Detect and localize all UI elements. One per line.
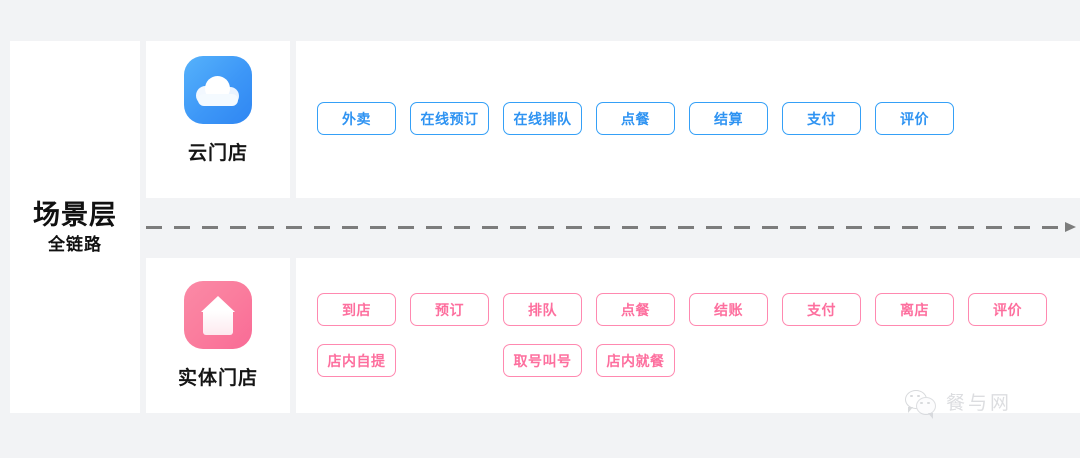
cloud-glyph-icon: [196, 76, 240, 106]
cloud-tag-row: 外卖在线预订在线排队点餐结算支付评价: [317, 102, 968, 135]
panel-left-label: [10, 41, 140, 413]
cloud-tag-2[interactable]: 在线排队: [503, 102, 582, 135]
store-tag-r1-3[interactable]: 点餐: [596, 293, 675, 326]
watermark: 餐与网: [905, 388, 1013, 419]
scene-layer-title: 场景层: [33, 199, 117, 230]
store-tag-r2-2[interactable]: 取号叫号: [503, 344, 582, 377]
physical-store-block: 实体门店: [146, 281, 290, 390]
store-tag-row-2: 店内自提 取号叫号店内就餐: [317, 344, 689, 377]
house-glyph-icon: [201, 296, 235, 335]
store-tag-r2-3[interactable]: 店内就餐: [596, 344, 675, 377]
store-tag-r1-6[interactable]: 离店: [875, 293, 954, 326]
physical-store-icon: [184, 281, 252, 349]
store-tag-r1-4[interactable]: 结账: [689, 293, 768, 326]
scene-layer-subtitle: 全链路: [48, 234, 102, 254]
cloud-store-icon: [184, 56, 252, 124]
cloud-tag-6[interactable]: 评价: [875, 102, 954, 135]
cloud-tag-0[interactable]: 外卖: [317, 102, 396, 135]
store-tag-r1-7[interactable]: 评价: [968, 293, 1047, 326]
store-tag-r2-spacer: [410, 344, 489, 377]
cloud-store-label: 云门店: [187, 143, 248, 164]
store-tag-r2-0[interactable]: 店内自提: [317, 344, 396, 377]
cloud-tag-4[interactable]: 结算: [689, 102, 768, 135]
physical-store-label: 实体门店: [177, 368, 258, 389]
store-tag-r1-2[interactable]: 排队: [503, 293, 582, 326]
wechat-icon: [905, 389, 937, 419]
cloud-store-block: 云门店: [146, 56, 290, 165]
watermark-text: 餐与网: [946, 392, 1013, 414]
arrow-head-icon: [1065, 222, 1076, 232]
cloud-tag-1[interactable]: 在线预订: [410, 102, 489, 135]
store-tag-r1-1[interactable]: 预订: [410, 293, 489, 326]
dashed-flow-arrow: [146, 222, 1076, 232]
dashed-line: [146, 226, 1058, 229]
store-tag-r1-5[interactable]: 支付: [782, 293, 861, 326]
scene-layer-label: 场景层 全链路: [10, 41, 140, 413]
store-tag-r1-0[interactable]: 到店: [317, 293, 396, 326]
cloud-tag-3[interactable]: 点餐: [596, 102, 675, 135]
panel-store-tags: [296, 258, 1080, 413]
cloud-tag-5[interactable]: 支付: [782, 102, 861, 135]
store-tag-row-1: 到店预订排队点餐结账支付离店评价: [317, 293, 1061, 326]
